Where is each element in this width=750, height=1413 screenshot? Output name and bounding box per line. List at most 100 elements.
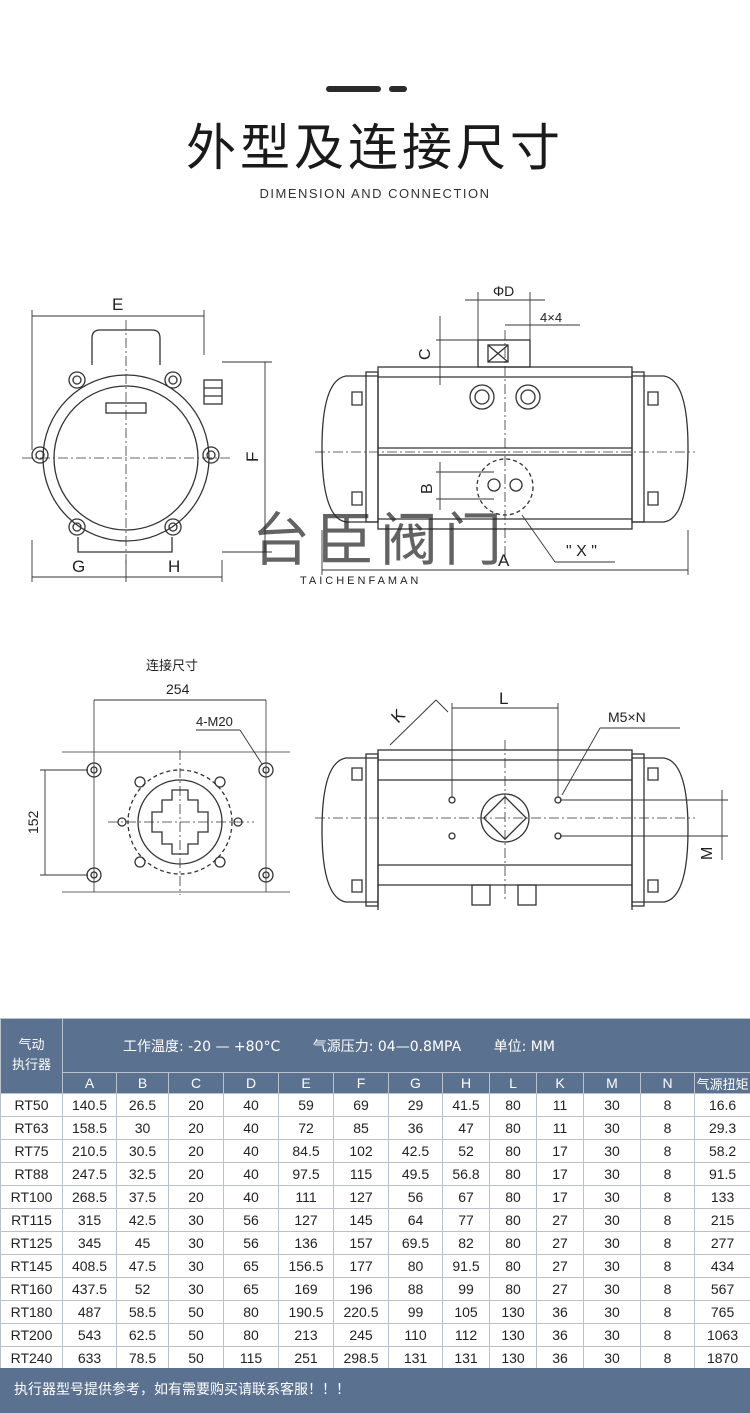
value-cell: 20 [168, 1185, 224, 1209]
value-cell: 177 [333, 1254, 389, 1278]
model-cell: RT180 [0, 1300, 63, 1324]
value-cell: 77 [442, 1208, 490, 1232]
value-cell: 91.5 [442, 1254, 490, 1278]
value-cell: 215 [693, 1208, 750, 1232]
value-cell: 40 [223, 1162, 279, 1186]
value-cell: 8 [640, 1162, 695, 1186]
value-cell: 765 [693, 1300, 750, 1324]
decoration-bar-long [326, 86, 381, 92]
value-cell: 30 [583, 1139, 641, 1163]
value-cell: 65 [223, 1277, 279, 1301]
spec-table: 气动 执行器 工作温度: -20 — +80°C 气源压力: 04—0.8MPA… [0, 1018, 750, 1370]
model-cell: RT145 [0, 1254, 63, 1278]
value-cell: 62.5 [116, 1323, 169, 1347]
value-cell: 27 [536, 1208, 584, 1232]
value-cell: 56 [223, 1231, 279, 1255]
value-cell: 56 [388, 1185, 443, 1209]
value-cell: 69 [333, 1093, 389, 1117]
value-cell: 127 [278, 1208, 334, 1232]
value-cell: 20 [168, 1116, 224, 1140]
value-cell: 59 [278, 1093, 334, 1117]
value-cell: 16.6 [693, 1093, 750, 1117]
value-cell: 30 [583, 1300, 641, 1324]
value-cell: 145 [333, 1208, 389, 1232]
info-unit: 单位: MM [493, 1038, 555, 1055]
page-title: 外型及连接尺寸 [186, 119, 564, 177]
value-cell: 30 [168, 1277, 224, 1301]
value-cell: 58.2 [693, 1139, 750, 1163]
value-cell: 30 [168, 1254, 224, 1278]
value-cell: 36 [388, 1116, 443, 1140]
value-cell: 56.8 [442, 1162, 490, 1186]
value-cell: 8 [640, 1346, 695, 1370]
column-header: D [223, 1072, 279, 1094]
watermark-cn: 台臣阀门 [252, 508, 508, 573]
value-cell: 251 [278, 1346, 334, 1370]
column-header: 气源扭矩 [693, 1072, 750, 1094]
value-cell: 47.5 [116, 1254, 169, 1278]
value-cell: 40 [223, 1116, 279, 1140]
value-cell: 52 [442, 1139, 490, 1163]
value-cell: 78.5 [116, 1346, 169, 1370]
model-cell: RT115 [0, 1208, 63, 1232]
value-cell: 58.5 [116, 1300, 169, 1324]
table-info: 工作温度: -20 — +80°C 气源压力: 04—0.8MPA 单位: MM [61, 1018, 750, 1073]
value-cell: 91.5 [693, 1162, 750, 1186]
side-view [321, 339, 689, 530]
label-E: E [112, 295, 123, 314]
value-cell: 30.5 [116, 1139, 169, 1163]
value-cell: 80 [223, 1300, 279, 1324]
value-cell: 80 [489, 1093, 537, 1117]
value-cell: 130 [489, 1300, 537, 1324]
value-cell: 408.5 [62, 1254, 117, 1278]
value-cell: 69.5 [388, 1231, 443, 1255]
value-cell: 32.5 [116, 1162, 169, 1186]
value-cell: 27 [536, 1277, 584, 1301]
value-cell: 88 [388, 1277, 443, 1301]
value-cell: 64 [388, 1208, 443, 1232]
value-cell: 30 [583, 1093, 641, 1117]
connection-caption: 连接尺寸 [146, 659, 199, 674]
value-cell: 136 [278, 1231, 334, 1255]
value-cell: 115 [223, 1346, 279, 1370]
column-header: L [489, 1072, 537, 1094]
column-header: H [442, 1072, 490, 1094]
column-header: B [116, 1072, 169, 1094]
technical-drawing: E F G H ΦD 4×4 C B A " X " 台臣阀门 TAICHENF… [22, 283, 728, 910]
label-254: 254 [166, 681, 190, 697]
value-cell: 80 [489, 1185, 537, 1209]
info-pressure: 气源压力: 04—0.8MPA [312, 1038, 462, 1055]
model-cell: RT240 [0, 1346, 63, 1370]
column-header: K [536, 1072, 584, 1094]
value-cell: 30 [583, 1162, 641, 1186]
value-cell: 130 [489, 1346, 537, 1370]
value-cell: 130 [489, 1323, 537, 1347]
value-cell: 210.5 [62, 1139, 117, 1163]
value-cell: 8 [640, 1116, 695, 1140]
corner-label-2: 执行器 [11, 1058, 51, 1073]
value-cell: 17 [536, 1162, 584, 1186]
value-cell: 67 [442, 1185, 490, 1209]
value-cell: 30 [116, 1116, 169, 1140]
value-cell: 140.5 [62, 1093, 117, 1117]
value-cell: 47 [442, 1116, 490, 1140]
value-cell: 85 [333, 1116, 389, 1140]
model-cell: RT75 [0, 1139, 63, 1163]
value-cell: 105 [442, 1300, 490, 1324]
value-cell: 30 [168, 1231, 224, 1255]
value-cell: 40 [223, 1093, 279, 1117]
value-cell: 56 [223, 1208, 279, 1232]
column-header: C [168, 1072, 224, 1094]
value-cell: 487 [62, 1300, 117, 1324]
value-cell: 268.5 [62, 1185, 117, 1209]
label-L: L [499, 689, 508, 708]
value-cell: 97.5 [278, 1162, 334, 1186]
value-cell: 50 [168, 1346, 224, 1370]
table-corner: 气动 执行器 [0, 1018, 63, 1094]
